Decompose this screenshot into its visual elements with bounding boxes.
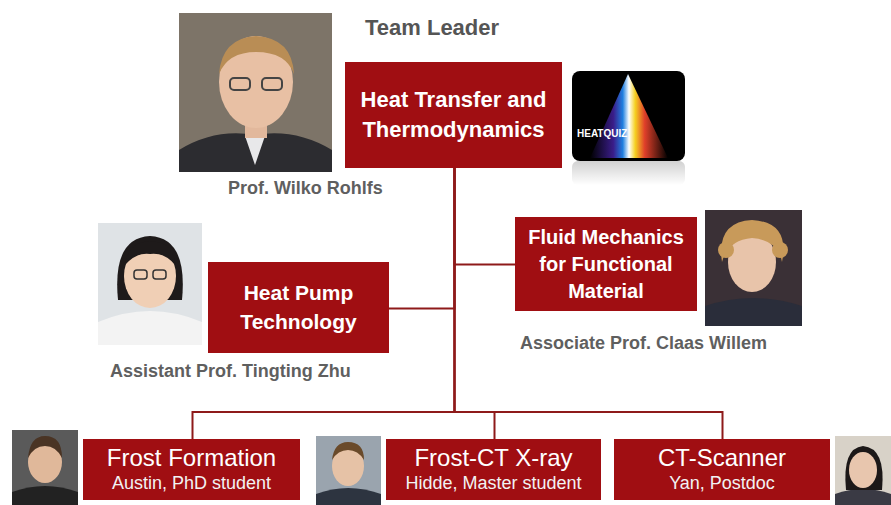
portrait-photo (316, 436, 381, 505)
team-box: Heat Pump Technology (208, 262, 389, 353)
org-connector (455, 168, 723, 439)
heatquiz-logo (572, 71, 685, 185)
box-title: Fluid Mechanics for Functional Material (523, 224, 689, 305)
team-heading: Team Leader (365, 15, 499, 41)
team-box: Frost-CT X-rayHidde, Master student (386, 439, 601, 500)
box-title: CT-Scanner (658, 444, 786, 473)
member-name: Yan, Postdoc (669, 473, 775, 495)
box-content: Fluid Mechanics for Functional Material (523, 224, 689, 305)
org-connector (455, 168, 516, 265)
team-box: Fluid Mechanics for Functional Material (515, 217, 697, 311)
portrait-photo (12, 430, 78, 505)
box-content: CT-ScannerYan, Postdoc (658, 444, 786, 494)
person-name: Associate Prof. Claas Willem (520, 333, 767, 354)
org-connector (389, 168, 455, 309)
portrait-photo (179, 13, 332, 172)
person-name: Prof. Wilko Rohlfs (228, 178, 383, 199)
logo-text: HEATQUIZ (577, 128, 627, 139)
box-content: Heat Pump Technology (216, 279, 381, 336)
box-title: Frost-CT X-ray (414, 444, 572, 473)
box-title: Heat Pump Technology (216, 279, 381, 336)
portrait-photo (835, 436, 891, 505)
org-connector (455, 168, 495, 439)
member-name: Austin, PhD student (112, 473, 271, 495)
portrait-photo (98, 223, 202, 345)
team-box: Frost FormationAustin, PhD student (83, 439, 300, 500)
box-content: Heat Transfer and Thermodynamics (353, 85, 554, 144)
box-title: Heat Transfer and Thermodynamics (353, 85, 554, 144)
team-box: CT-ScannerYan, Postdoc (614, 439, 830, 500)
member-name: Hidde, Master student (405, 473, 581, 495)
team-box: Heat Transfer and Thermodynamics (345, 62, 562, 168)
person-name: Assistant Prof. Tingting Zhu (110, 361, 351, 382)
box-title: Frost Formation (107, 444, 276, 473)
box-content: Frost FormationAustin, PhD student (107, 444, 276, 494)
portrait-photo (705, 210, 802, 326)
box-content: Frost-CT X-rayHidde, Master student (405, 444, 581, 494)
org-connector (193, 168, 455, 439)
